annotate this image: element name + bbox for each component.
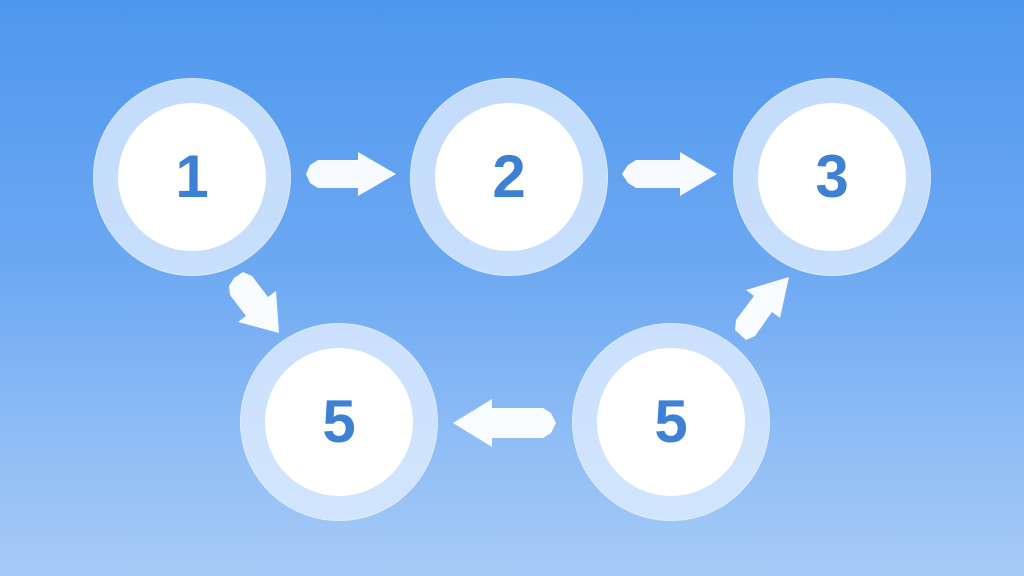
step-node-5-right-inner: 5 [597, 348, 745, 496]
step-node-5-left-inner: 5 [265, 348, 413, 496]
step-node-3: 3 [733, 78, 931, 276]
arrow-1-to-5 [229, 272, 279, 333]
step-node-5-left: 5 [240, 323, 438, 521]
step-number-2: 2 [492, 143, 526, 210]
step-node-2: 2 [410, 78, 608, 276]
arrow-1-to-2 [306, 152, 396, 196]
step-number-3: 3 [815, 143, 849, 210]
step-number-5-left: 5 [322, 388, 356, 455]
arrow-2-to-3 [622, 152, 717, 196]
arrow-5-to-3 [735, 277, 789, 340]
step-node-5-right: 5 [572, 323, 770, 521]
step-node-1-inner: 1 [118, 103, 266, 251]
step-node-1: 1 [93, 78, 291, 276]
step-number-1: 1 [175, 143, 209, 210]
arrow-5-to-5 [453, 399, 556, 447]
step-node-3-inner: 3 [758, 103, 906, 251]
step-node-2-inner: 2 [435, 103, 583, 251]
step-number-5-right: 5 [654, 388, 688, 455]
